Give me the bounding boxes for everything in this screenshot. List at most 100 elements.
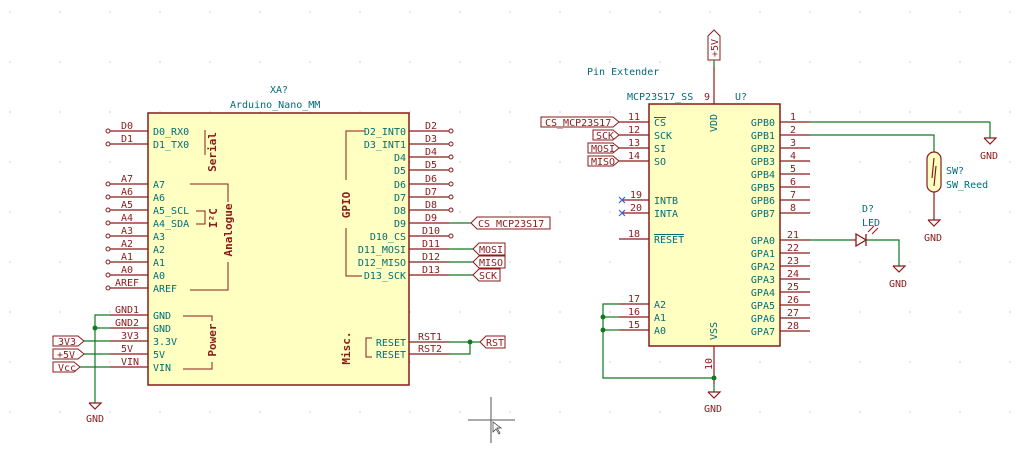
grid-dot [259, 411, 261, 413]
grid-dot [959, 111, 961, 113]
pin-name-label: INTB [654, 196, 678, 207]
arduino-nano-symbol[interactable]: XA? Arduino_Nano_MM Serial Analogue I²C … [105, 85, 454, 386]
junction-dot [92, 325, 98, 331]
tag-miso-extender[interactable]: MISO [587, 155, 620, 168]
tag-5v[interactable]: +5V [52, 348, 85, 361]
grid-dot [59, 61, 61, 63]
grid-dot [809, 311, 811, 313]
gnd-label: GND [980, 151, 998, 162]
tag-cs-mcp23s17[interactable]: CS_MCP23S17 [470, 216, 551, 230]
extender-title: Pin Extender [587, 67, 659, 78]
grid-dot [159, 61, 161, 63]
grid-dot [559, 411, 561, 413]
tag-sck[interactable]: SCK [472, 268, 501, 282]
grid-dot [509, 11, 511, 13]
grid-dot [659, 61, 661, 63]
tag-extender-5v[interactable]: +5V [707, 29, 721, 66]
mcp23s17-symbol[interactable]: Pin Extender MCP23S17_SS U? 9 VDD 10 VSS… [587, 66, 810, 384]
grid-dot [559, 161, 561, 163]
tag-3v3[interactable]: 3V3 [52, 335, 85, 348]
grid-dot [959, 211, 961, 213]
led-indicator[interactable]: GND D? LED [810, 204, 907, 290]
gnd-symbol-arduino: GND [86, 402, 104, 425]
tag-vcc[interactable]: Vcc [52, 361, 81, 374]
grid-dot [1009, 311, 1011, 313]
junction-dot [600, 327, 606, 333]
tag-mosi[interactable]: MOSI [472, 242, 506, 256]
pin-name-label: D10_CS [370, 232, 406, 243]
grid-dot [609, 211, 611, 213]
tag-miso[interactable]: MISO [472, 255, 506, 269]
grid-dot [609, 111, 611, 113]
reed-switch[interactable]: GND GND SW? SW_Reed [810, 121, 998, 244]
tag-mosi-extender[interactable]: MOSI [587, 142, 620, 155]
grid-dot [59, 411, 61, 413]
tag-sck-extender[interactable]: SCK [592, 129, 620, 142]
grid-dot [9, 111, 11, 113]
pin-net-label: D6 [425, 174, 437, 185]
pin-net-label: A5 [121, 200, 133, 211]
tag-cs-mcp23s17-extender[interactable]: CS_MCP23S17 [540, 116, 620, 129]
gpio-bracket-bottom [345, 228, 362, 277]
grid-dot [709, 361, 711, 363]
tag-rst[interactable]: RST [479, 335, 506, 349]
grid-dot [909, 11, 911, 13]
